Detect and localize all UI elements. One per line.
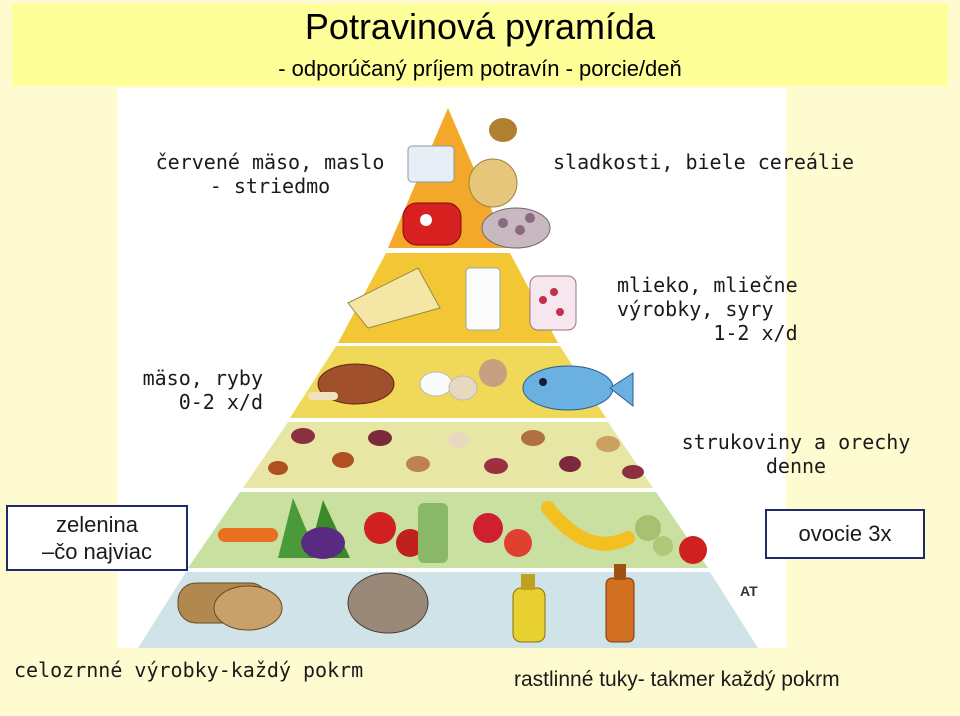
label-sweets: sladkosti, biele cereálie bbox=[553, 150, 855, 174]
label-vegetables: zelenina –čo najviac bbox=[6, 505, 188, 571]
steak-icon bbox=[402, 202, 462, 246]
label-fruit: ovocie 3x bbox=[765, 509, 925, 559]
food-pyramid-illustration: AT bbox=[118, 88, 786, 648]
label-meat-fish-line1: mäso, ryby bbox=[142, 366, 263, 390]
oil-bottles-icon bbox=[512, 564, 635, 643]
label-dairy-line1: mlieko, mliečne bbox=[617, 273, 798, 297]
legumes-icon bbox=[268, 428, 644, 479]
fruits-icon bbox=[473, 501, 707, 564]
label-vegetables-line2: –čo najviac bbox=[41, 539, 153, 564]
label-wholegrain: celozrnné výrobky-každý pokrm bbox=[14, 658, 364, 682]
label-meat-fish: mäso, ryby 0-2 x/d bbox=[135, 366, 263, 414]
label-legumes-line1: strukoviny a orechy bbox=[681, 430, 911, 454]
milk-glass-icon bbox=[465, 267, 501, 331]
pyramid-tier-4 bbox=[243, 422, 653, 488]
label-dairy: mlieko, mliečne výrobky, syry 1-2 x/d bbox=[617, 273, 798, 345]
bread-icon bbox=[177, 572, 429, 634]
label-red-meat-line2: - striedmo bbox=[209, 174, 331, 198]
vegetables-icon bbox=[218, 498, 448, 563]
title-box: Potravinová pyramída - odporúčaný príjem… bbox=[12, 4, 948, 86]
label-red-meat-line1: červené mäso, maslo bbox=[155, 150, 385, 174]
honey-jar-icon bbox=[489, 118, 517, 142]
page-subtitle: - odporúčaný príjem potravín - porcie/de… bbox=[278, 56, 682, 81]
cheese-icon bbox=[347, 267, 441, 329]
page-title: Potravinová pyramída bbox=[304, 6, 656, 47]
watermark-text: AT bbox=[740, 583, 758, 599]
eggs-icon bbox=[419, 371, 453, 397]
label-legumes: strukoviny a orechy denne bbox=[680, 430, 912, 478]
label-red-meat: červené mäso, maslo - striedmo bbox=[140, 150, 400, 198]
butter-icon bbox=[407, 145, 455, 183]
mushroom-icon bbox=[479, 359, 507, 387]
label-dairy-line2: výrobky, syry bbox=[617, 297, 774, 321]
label-legumes-line2: denne bbox=[765, 454, 827, 478]
label-vegetables-line1: zelenina bbox=[56, 512, 138, 537]
label-meat-fish-line2: 0-2 x/d bbox=[178, 390, 263, 414]
pasta-icon bbox=[468, 158, 518, 208]
fish-icon bbox=[522, 365, 614, 411]
pyramid-tier-6 bbox=[138, 572, 758, 648]
label-dairy-line3: 1-2 x/d bbox=[713, 321, 798, 345]
yogurt-icon bbox=[529, 275, 577, 331]
label-oils: rastlinné tuky- takmer každý pokrm bbox=[514, 668, 840, 691]
